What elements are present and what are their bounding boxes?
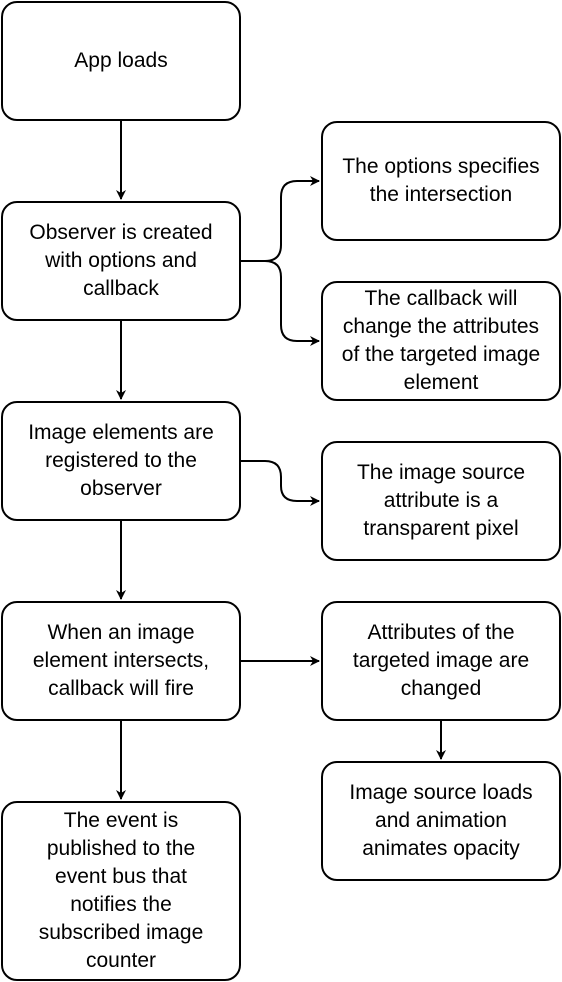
node-callback-changes-attributes: The callback will change the attributes …	[321, 281, 561, 401]
edge-observer-to-callback	[241, 260, 320, 346]
node-event-published: The event is published to the event bus …	[1, 801, 241, 981]
edge-observer-to-options	[241, 176, 320, 262]
node-intersects-callback-fires: When an image element intersects, callba…	[1, 601, 241, 721]
node-options-specifies: The options specifies the intersection	[321, 121, 561, 241]
node-app-loads: App loads	[1, 1, 241, 121]
node-attributes-changed: Attributes of the targeted image are cha…	[321, 601, 561, 721]
node-observer-created: Observer is created with options and cal…	[1, 201, 241, 321]
node-image-source-transparent: The image source attribute is a transpar…	[321, 441, 561, 561]
node-images-registered: Image elements are registered to the obs…	[1, 401, 241, 521]
node-image-source-loads: Image source loads and animation animate…	[321, 761, 561, 881]
edge-registered-to-image-source	[241, 460, 320, 506]
